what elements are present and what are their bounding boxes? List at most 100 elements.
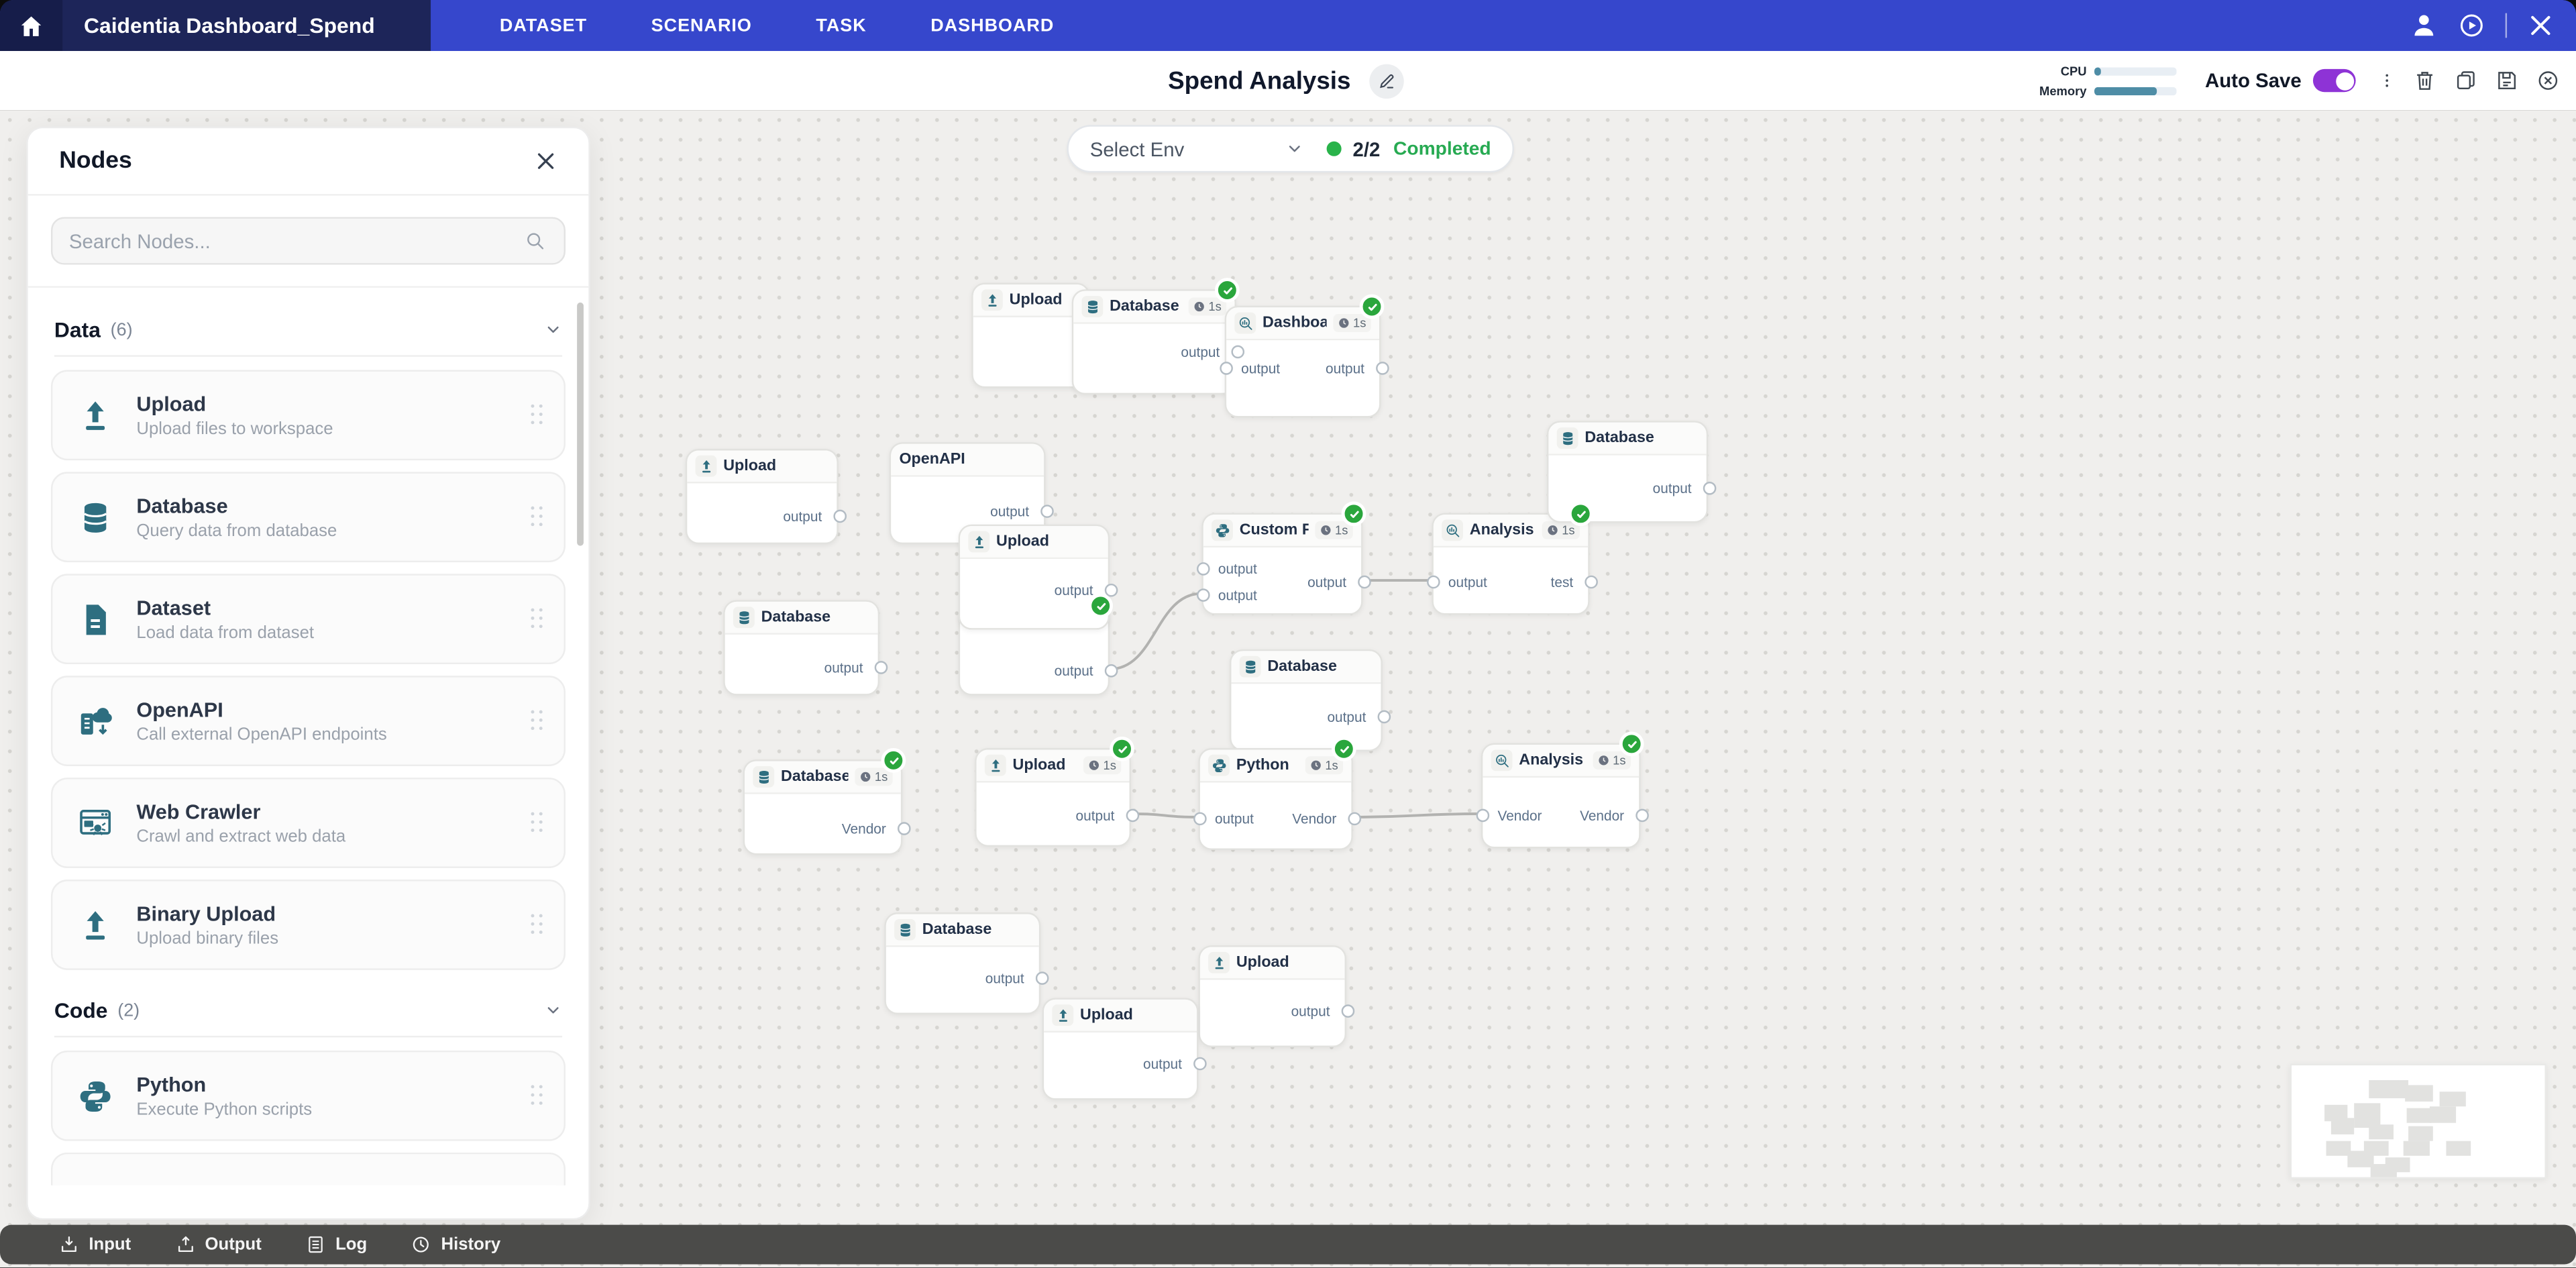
success-badge	[881, 748, 906, 773]
output-port-Vendor[interactable]	[1635, 808, 1649, 823]
drag-handle[interactable]	[531, 1085, 545, 1106]
output-port-output[interactable]	[1231, 345, 1245, 359]
log-button[interactable]: Log	[306, 1234, 367, 1255]
drag-handle[interactable]	[531, 812, 545, 834]
drag-handle[interactable]	[531, 506, 545, 528]
check-icon	[1116, 742, 1129, 755]
search-input[interactable]	[50, 217, 566, 265]
output-port-output[interactable]	[1376, 362, 1389, 375]
input-port-output[interactable]	[1197, 588, 1210, 602]
nav-item-dataset[interactable]: DATASET	[499, 15, 588, 36]
memory-label: Memory	[2039, 83, 2087, 98]
output-port-output[interactable]	[874, 661, 888, 674]
output-port-output[interactable]	[1040, 505, 1054, 518]
input-port-output[interactable]	[1197, 562, 1210, 576]
port-label: Vendor	[1292, 809, 1337, 827]
more-options-icon[interactable]	[2379, 69, 2396, 92]
flow-node-customfield-1[interactable]: Custom Field1soutputoutputoutput	[1197, 513, 1371, 615]
output-port-test[interactable]	[1585, 575, 1598, 589]
upload-icon	[968, 531, 990, 553]
nav-item-scenario[interactable]: SCENARIO	[651, 15, 752, 36]
node-title: Upload	[1080, 1006, 1133, 1024]
drag-handle[interactable]	[531, 914, 545, 936]
panel-scrollbar[interactable]	[577, 302, 584, 546]
output-port-output[interactable]	[833, 509, 847, 523]
python-icon	[1212, 519, 1233, 541]
node-card-partial[interactable]	[50, 1152, 566, 1185]
history-button[interactable]: History	[411, 1234, 500, 1255]
output-port-output[interactable]	[1126, 808, 1140, 823]
output-port-Vendor[interactable]	[1348, 812, 1362, 826]
autosave-toggle[interactable]	[2312, 68, 2356, 93]
node-card-description: Upload binary files	[136, 928, 279, 948]
status-badge: Completed	[1393, 139, 1491, 159]
flow-node-analysisvendor-1[interactable]: Analysis Vendor1sVendorVendor	[1476, 743, 1649, 849]
drag-handle[interactable]	[531, 710, 545, 732]
output-port-output[interactable]	[1341, 1004, 1355, 1018]
drag-handle[interactable]	[531, 608, 545, 630]
delete-icon[interactable]	[2413, 69, 2436, 92]
flow-node-upload-1[interactable]: Upload	[971, 282, 1090, 388]
env-select[interactable]: Select Env	[1089, 137, 1185, 160]
run-icon[interactable]	[2458, 11, 2486, 40]
success-badge	[1331, 736, 1356, 761]
output-port-output[interactable]	[1377, 710, 1391, 724]
python-icon	[1208, 754, 1230, 776]
output-port-output[interactable]	[1358, 575, 1371, 589]
output-port-output[interactable]	[1104, 664, 1118, 678]
output-port-Vendor[interactable]	[898, 822, 911, 835]
section-header-code[interactable]: Code(2)	[51, 982, 566, 1036]
output-port-output[interactable]	[1035, 971, 1049, 985]
app-brand: Caidentia Dashboard_Spend	[0, 0, 431, 51]
input-port-output[interactable]	[1193, 812, 1207, 826]
output-port-output[interactable]	[1703, 482, 1717, 495]
output-button[interactable]: Output	[175, 1234, 262, 1255]
close-workflow-icon[interactable]	[2536, 69, 2559, 92]
port-label: output	[1214, 809, 1254, 827]
input-port-Vendor[interactable]	[1476, 808, 1490, 823]
minimap[interactable]	[2290, 1063, 2546, 1179]
nav-item-task[interactable]: TASK	[816, 15, 867, 36]
input-button[interactable]: Input	[59, 1234, 131, 1255]
panel-close-button[interactable]	[534, 150, 557, 172]
home-button[interactable]	[0, 0, 63, 51]
edge	[1110, 592, 1202, 671]
divider	[2505, 13, 2508, 38]
drag-handle[interactable]	[531, 404, 545, 426]
input-port-output[interactable]	[1427, 575, 1440, 589]
node-title: Upload	[1236, 953, 1289, 972]
close-window-icon[interactable]	[2526, 11, 2555, 40]
duplicate-icon[interactable]	[2455, 69, 2477, 92]
output-port-output[interactable]	[1193, 1057, 1207, 1071]
save-icon[interactable]	[2496, 69, 2518, 92]
nav-item-dashboard[interactable]: DASHBOARD	[930, 15, 1055, 36]
section-header-data[interactable]: Data(6)	[51, 301, 566, 355]
input-port-output[interactable]	[1220, 362, 1233, 375]
user-icon[interactable]	[2410, 11, 2438, 40]
edit-title-button[interactable]	[1368, 63, 1403, 98]
port-label: output	[1326, 359, 1364, 376]
flow-node-dashboard-1[interactable]: Dashboard1soutputoutput	[1220, 305, 1389, 418]
node-title: OpenAPI	[899, 450, 965, 469]
chevron-down-icon[interactable]	[1285, 140, 1303, 158]
